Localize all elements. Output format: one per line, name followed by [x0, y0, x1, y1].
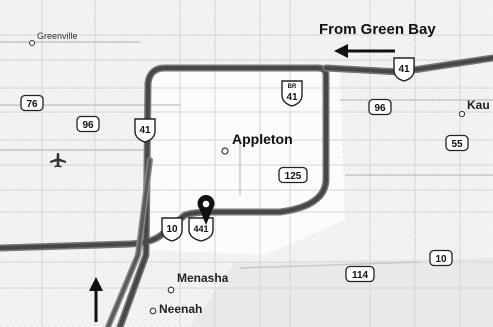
svg-text:10: 10: [435, 254, 447, 265]
state-route-marker-96-east: 96: [368, 98, 392, 116]
svg-text:41: 41: [286, 92, 298, 103]
svg-text:96: 96: [374, 103, 386, 114]
lake-winnebago: [190, 258, 493, 327]
svg-text:125: 125: [285, 171, 302, 182]
city-label-menasha: Menasha: [177, 271, 229, 285]
city-dot-menasha: [167, 286, 175, 294]
us-route-shield-10: 10: [161, 217, 183, 242]
svg-text:441: 441: [193, 224, 208, 234]
svg-text:41: 41: [139, 125, 151, 136]
svg-text:114: 114: [352, 270, 369, 281]
state-route-marker-114: 114: [345, 265, 375, 283]
direction-label-from-green-bay: From Green Bay: [319, 21, 436, 38]
city-dot-greenville: [29, 40, 35, 46]
state-route-marker-76: 76: [20, 94, 44, 112]
us-route-shield-41-business: BR 41: [281, 80, 303, 107]
us-route-shield-441: 441: [188, 217, 214, 242]
highlighted-route: [0, 66, 328, 327]
state-route-marker-96-west: 96: [76, 115, 100, 133]
state-route-marker-10-south: 10: [81, 219, 99, 233]
route-lines: [0, 54, 493, 327]
airport-icon: [50, 153, 66, 168]
city-label-kau: Kau: [467, 98, 490, 112]
svg-text:BR: BR: [288, 84, 297, 90]
us-route-shield-41-a: 41: [393, 57, 415, 82]
city-label-appleton: Appleton: [232, 131, 293, 147]
svg-text:55: 55: [451, 139, 463, 150]
city-label-greenville: Greenville: [37, 31, 78, 41]
state-route-marker-125: 125: [278, 166, 308, 184]
location-pin-icon: [197, 195, 215, 225]
us-route-shield-41-b: 41: [134, 118, 156, 143]
highway-south: [106, 158, 152, 327]
svg-text:10: 10: [166, 224, 178, 235]
city-dot-neenah: [149, 307, 157, 315]
state-route-marker-55: 55: [445, 134, 469, 152]
arrow-up-icon: [89, 277, 103, 322]
state-route-marker-10-east: 10: [429, 249, 453, 267]
arrow-left-icon: [334, 44, 395, 58]
svg-text:41: 41: [398, 64, 410, 75]
city-dot-appleton: [221, 147, 229, 155]
svg-text:96: 96: [82, 120, 94, 131]
city-label-neenah: Neenah: [159, 302, 203, 316]
svg-text:76: 76: [26, 99, 38, 110]
city-dot-kau: [458, 110, 466, 118]
